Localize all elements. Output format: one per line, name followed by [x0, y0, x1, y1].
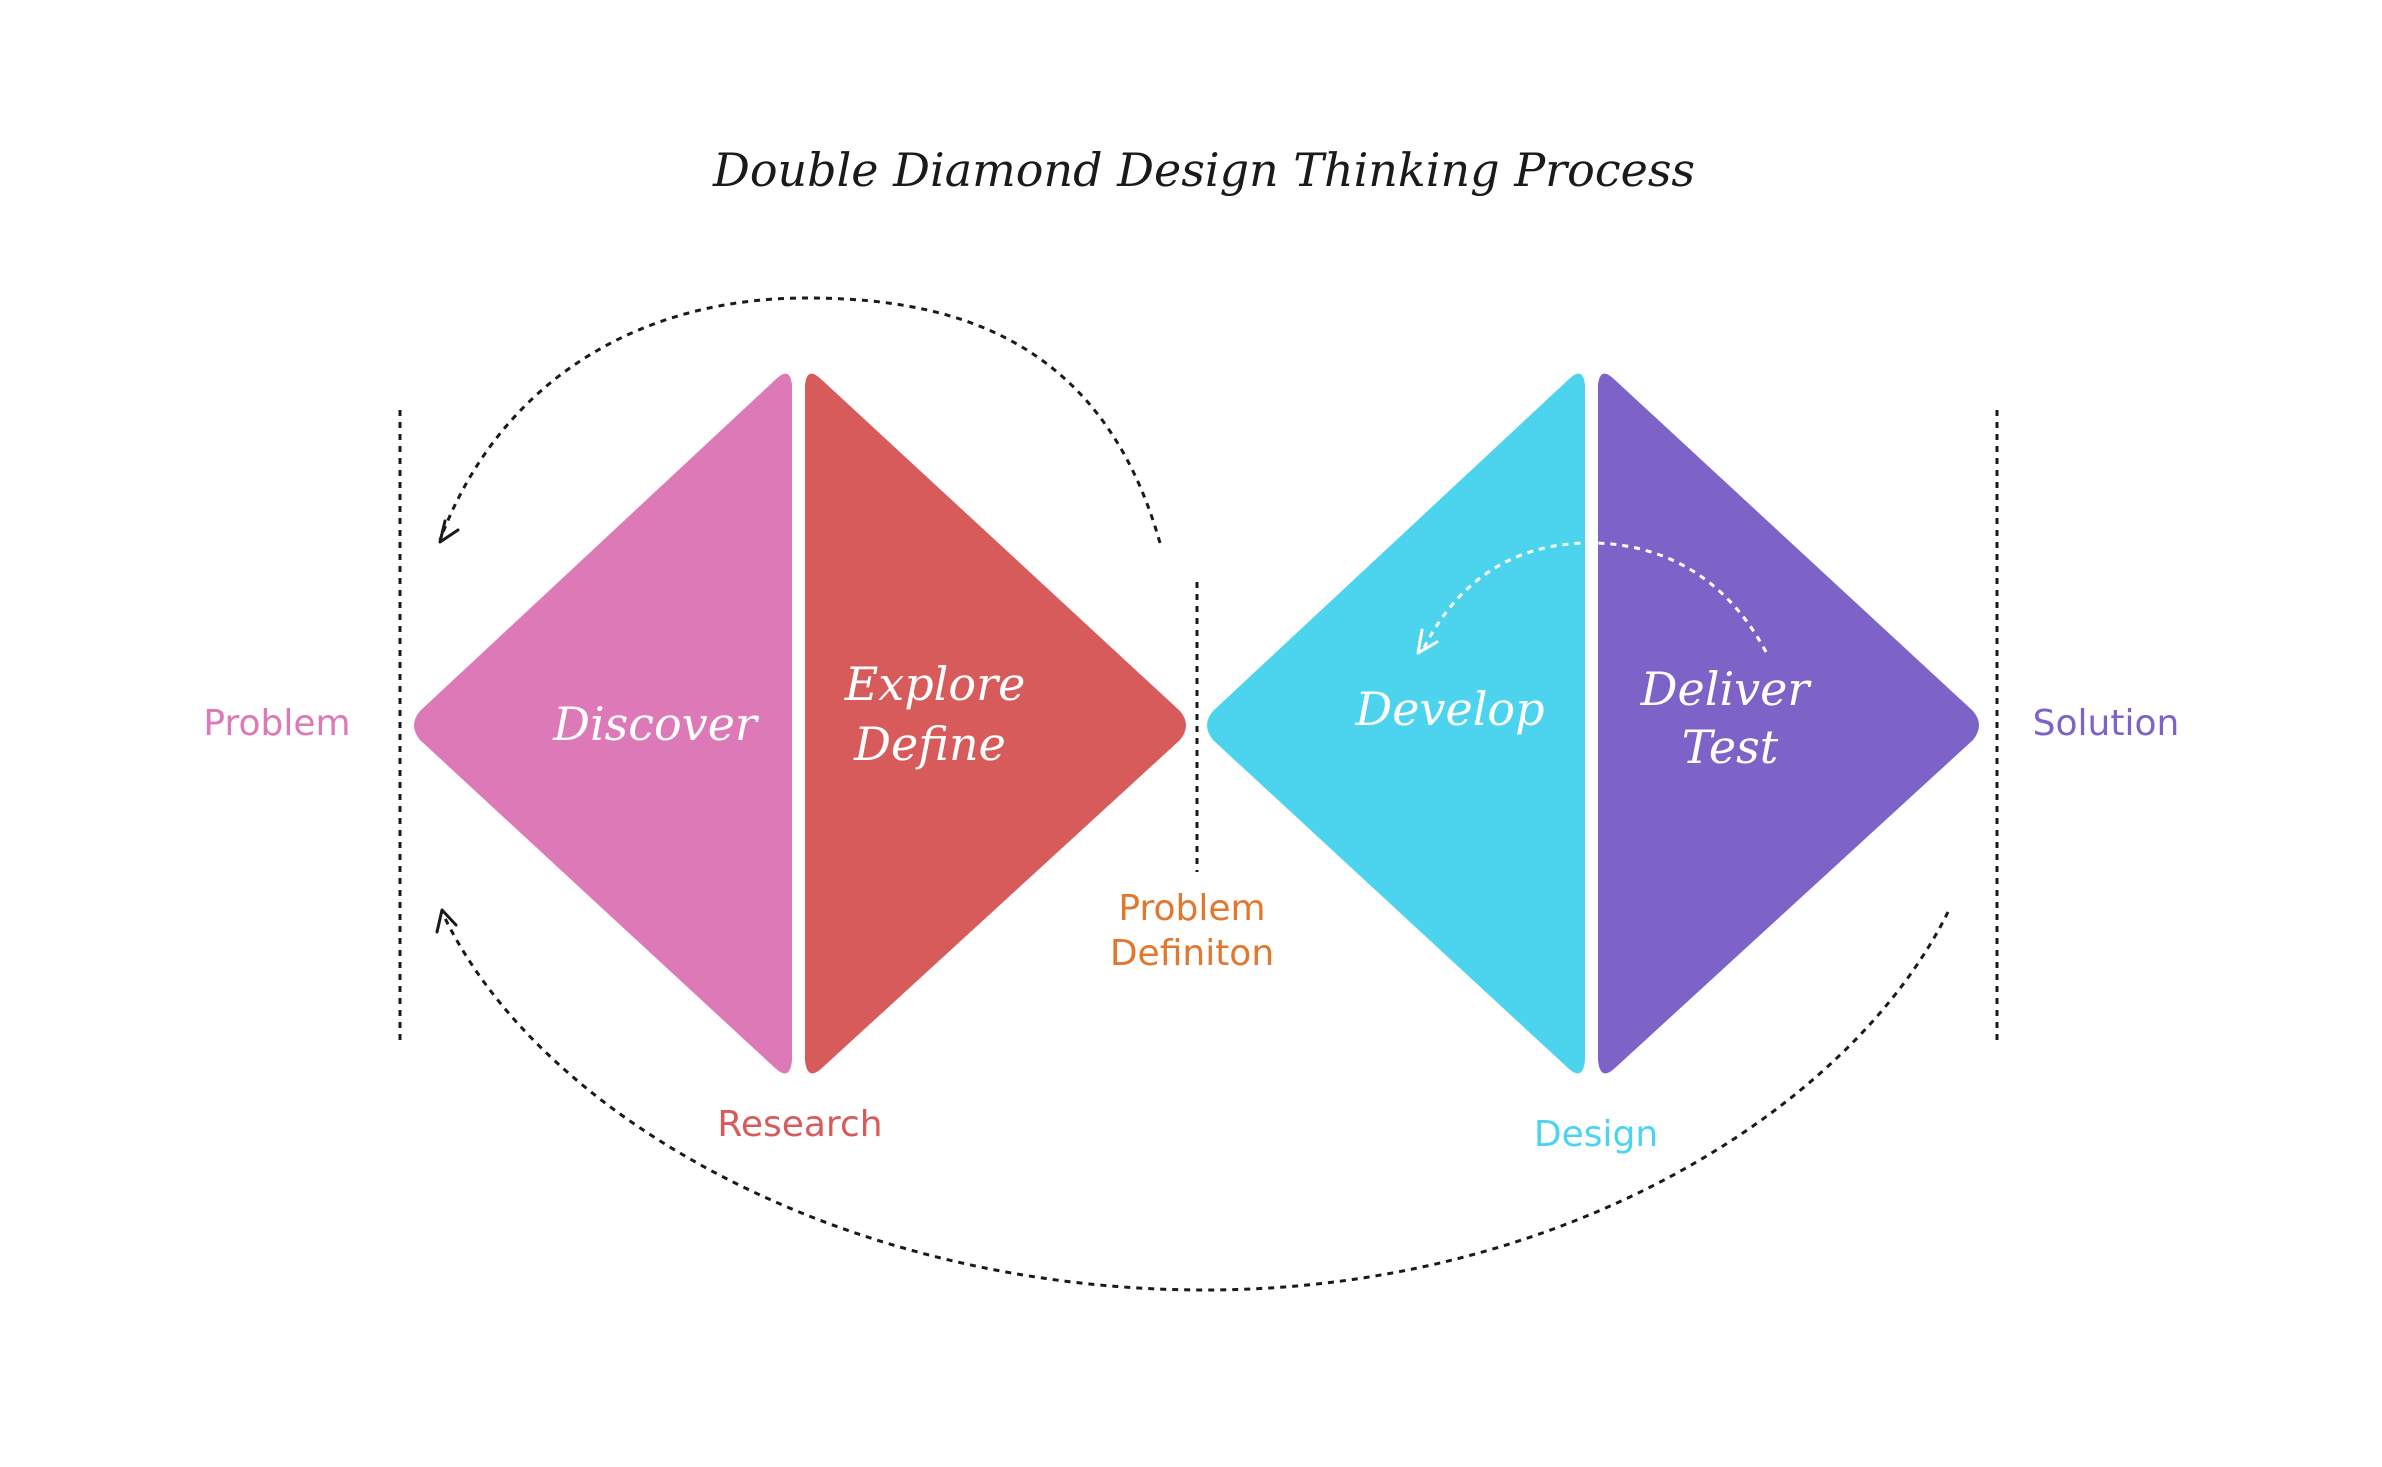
- design-caption: Design: [1534, 1114, 1658, 1155]
- define-diamond-half: [805, 373, 1186, 1074]
- test-label: Test: [1682, 720, 1779, 774]
- solution-label: Solution: [2033, 703, 2180, 744]
- deliver-label: Deliver: [1640, 662, 1813, 716]
- deliver-diamond-half: [1598, 373, 1979, 1074]
- diagram-title: Double Diamond Design Thinking Process: [712, 143, 1695, 197]
- top-iteration-arrowhead-icon: [438, 519, 460, 544]
- define-label: Define: [853, 717, 1006, 771]
- develop-label: Develop: [1354, 682, 1544, 736]
- problem-definition-label-line2: Definiton: [1110, 933, 1274, 974]
- develop-diamond-half: [1207, 373, 1585, 1074]
- problem-label: Problem: [203, 703, 350, 744]
- problem-definition-label-line1: Problem: [1118, 888, 1265, 929]
- discover-label: Discover: [552, 697, 760, 751]
- bottom-iteration-arrowhead-icon: [435, 908, 458, 934]
- top-iteration-arc: [438, 296, 1162, 544]
- inner-iteration-arrowhead-icon: [1416, 628, 1439, 655]
- discover-diamond-half: [414, 373, 792, 1074]
- inner-iteration-arc: [1421, 541, 1768, 653]
- explore-label: Explore: [844, 657, 1026, 711]
- research-caption: Research: [717, 1104, 882, 1145]
